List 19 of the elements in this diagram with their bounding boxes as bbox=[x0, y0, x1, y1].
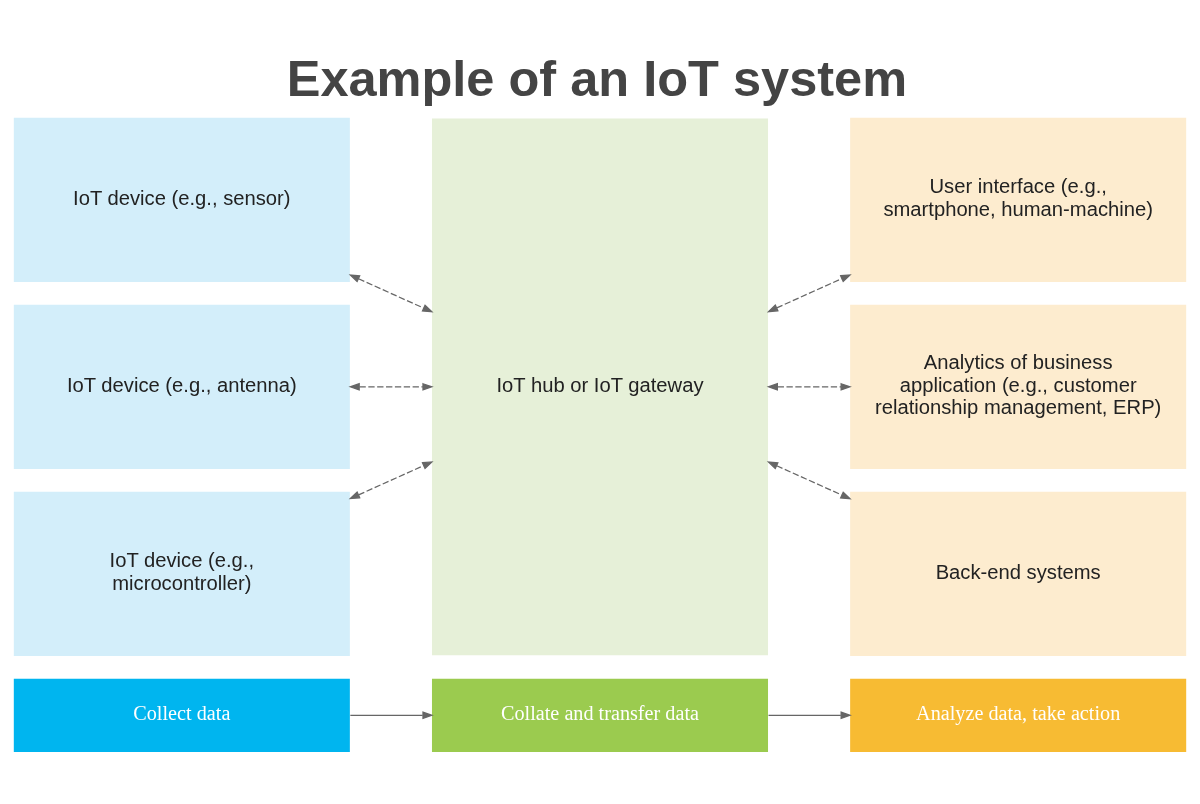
arrow bbox=[766, 461, 852, 500]
node-box: IoT device (e.g., microcontroller) bbox=[13, 491, 350, 656]
arrow bbox=[348, 274, 434, 313]
arrow bbox=[349, 711, 434, 720]
node-box: Collect data bbox=[13, 678, 350, 752]
arrow bbox=[348, 461, 434, 500]
node-box: IoT device (e.g., antenna) bbox=[13, 304, 350, 469]
node-box: Analytics of business application (e.g., customer relationship management, ERP) bbox=[850, 304, 1187, 469]
node-box: User interface (e.g., smartphone, human-machine) bbox=[850, 117, 1187, 282]
node-box: IoT hub or IoT gateway bbox=[432, 118, 768, 656]
arrow bbox=[348, 382, 434, 391]
arrow bbox=[766, 382, 852, 391]
node-box: Collate and transfer data bbox=[432, 678, 768, 752]
diagram-title: Example of an IoT system bbox=[286, 50, 908, 108]
arrow bbox=[767, 711, 852, 720]
node-box: Analyze data, take action bbox=[850, 678, 1187, 752]
node-box: IoT device (e.g., sensor) bbox=[13, 117, 350, 282]
arrow bbox=[766, 274, 852, 313]
node-box: Back-end systems bbox=[850, 491, 1187, 656]
